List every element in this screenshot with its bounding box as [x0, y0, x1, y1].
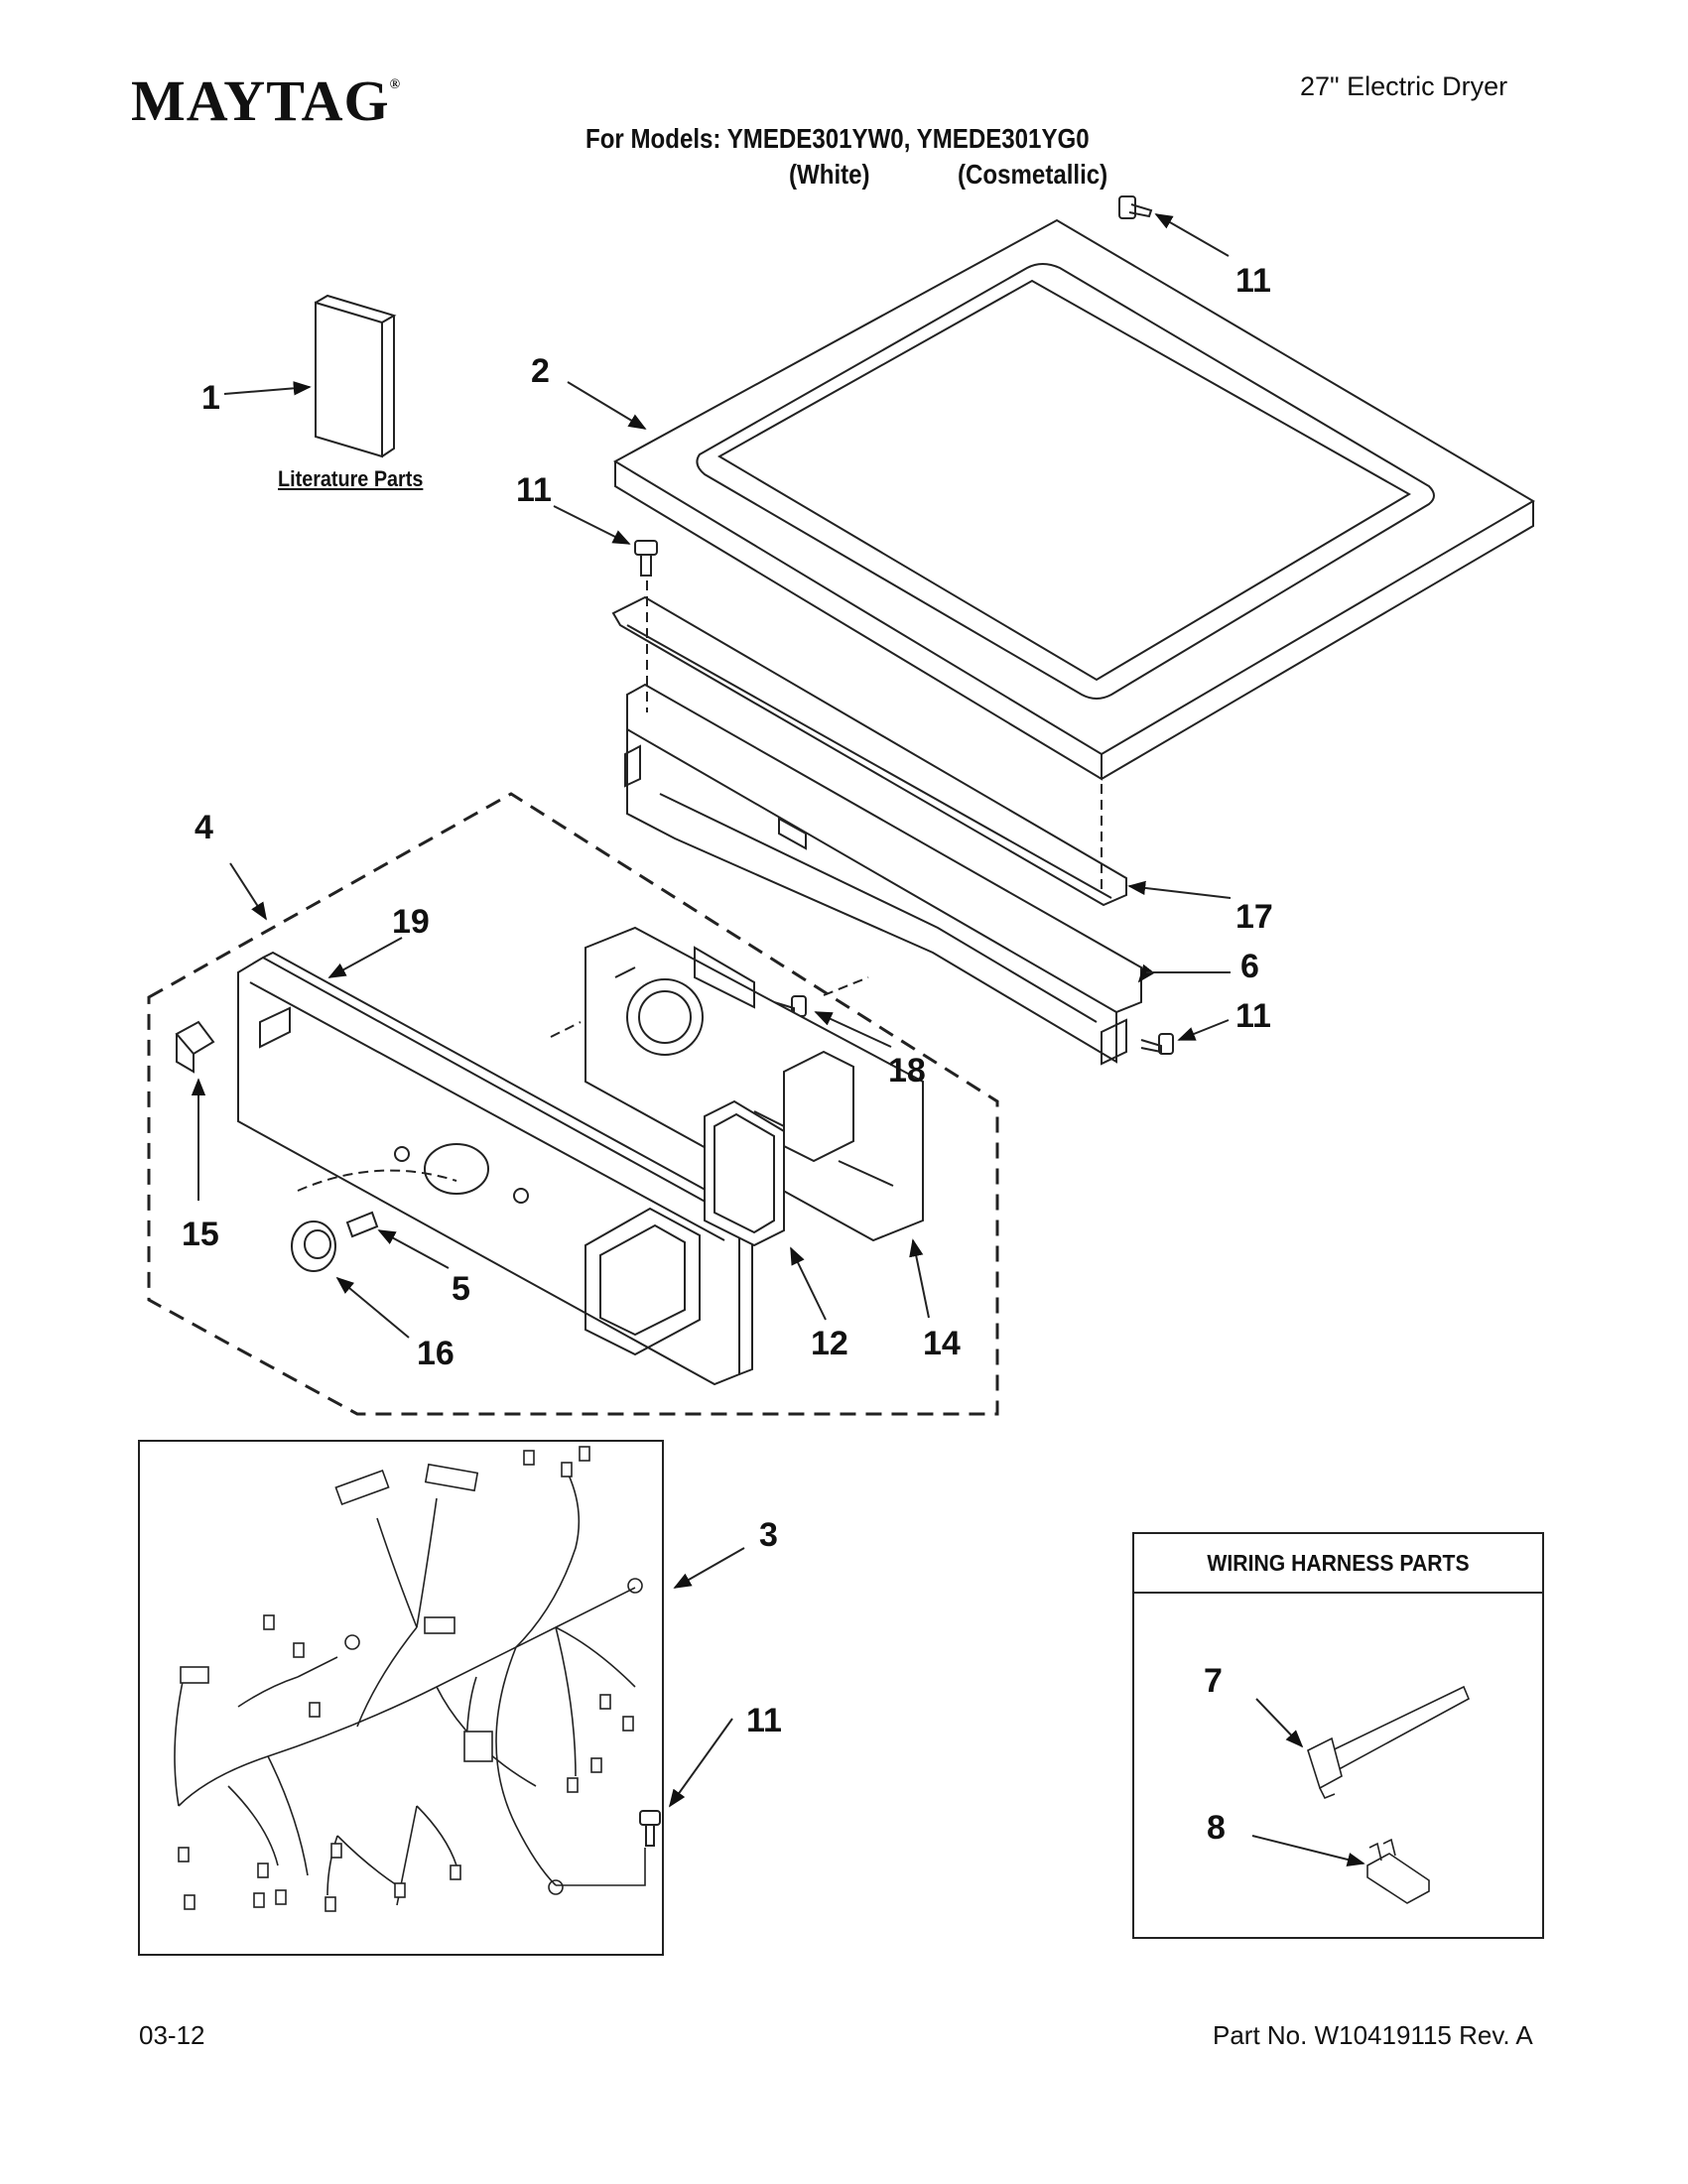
callout-3: 3 [759, 1516, 778, 1554]
cable-tie [1307, 1685, 1471, 1800]
callout-16: 16 [417, 1335, 454, 1372]
knob [291, 1220, 336, 1272]
terminal-connector [1366, 1838, 1430, 1904]
button-switch [175, 1020, 215, 1074]
callout-12: 12 [811, 1325, 848, 1362]
maytag-logo: MAYTAG® [131, 68, 402, 133]
callout-8: 8 [1207, 1809, 1226, 1847]
callout-1: 1 [201, 379, 220, 417]
console-bracket [611, 595, 1142, 1066]
callout-14: 14 [923, 1325, 961, 1362]
callout-4: 4 [195, 809, 213, 846]
color-cosmetallic-label: (Cosmetallic) [958, 159, 1108, 190]
color-white-label: (White) [789, 159, 870, 190]
callout-17: 17 [1235, 898, 1273, 936]
wiring-harness [174, 1446, 646, 1912]
callout-15: 15 [182, 1216, 219, 1253]
callout-6: 6 [1240, 948, 1259, 985]
callout-11-left: 11 [516, 471, 552, 509]
callout-11-top: 11 [1235, 262, 1271, 300]
wiring-harness-title: WIRING HARNESS PARTS [1207, 1550, 1470, 1576]
callout-2: 2 [531, 352, 550, 390]
callout-11-harness: 11 [746, 1702, 782, 1739]
callout-18: 18 [888, 1052, 926, 1090]
footer-part-number: Part No. W10419115 Rev. A [1213, 2020, 1533, 2050]
literature-book [315, 294, 397, 458]
top-panel [612, 218, 1535, 781]
screw-harness [639, 1810, 661, 1847]
models-line: For Models: YMEDE301YW0, YMEDE301YG0 [585, 123, 1090, 154]
screw-right-bracket [1140, 1033, 1174, 1055]
callout-5: 5 [452, 1270, 470, 1308]
footer-date: 03-12 [139, 2020, 205, 2050]
knob-shaft [345, 1211, 379, 1238]
screw-left [634, 540, 658, 577]
screw-top-right [1118, 195, 1153, 219]
literature-parts-label: Literature Parts [278, 466, 424, 491]
product-title: 27" Electric Dryer [1300, 71, 1508, 101]
display-module [704, 1099, 785, 1247]
callout-7: 7 [1204, 1662, 1223, 1700]
callout-11-right: 11 [1235, 997, 1271, 1035]
callout-19: 19 [392, 903, 430, 941]
